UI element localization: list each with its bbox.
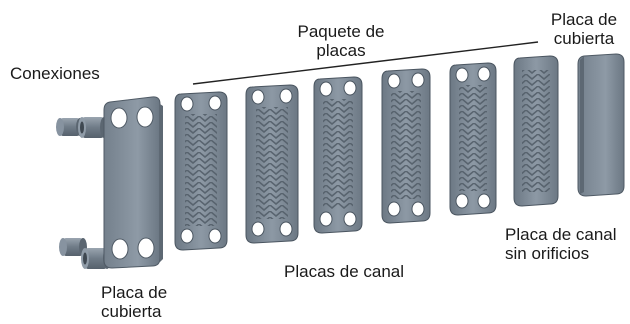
channel-plate-5 [449,62,497,216]
cover-plate-front-label: Placa de cubierta [101,283,168,321]
connections-label: Conexiones [10,64,100,83]
cover-plate-back-label: Placa de cubierta [550,10,618,48]
channel-plate-no-holes-label: Placa de canal sin orificios [505,225,617,263]
channel-plate-4 [381,68,431,224]
connection-pipe-bottom-back [59,238,87,256]
channel-plate-3 [313,76,363,234]
plate-pack-label: Paquete de placas [297,22,385,60]
cover-plate-front [103,96,163,269]
plate-pack-bracket-line [192,41,539,85]
channel-plates-label: Placas de canal [284,262,405,281]
cover-plate-back [577,53,625,197]
channel-plate-2 [245,84,299,244]
channel-plate-1 [174,91,228,251]
channel-plate-no-holes [513,55,559,207]
